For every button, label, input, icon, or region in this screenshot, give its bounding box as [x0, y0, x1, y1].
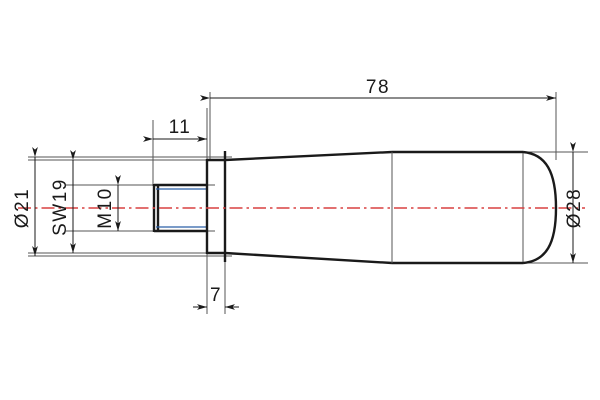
tapered-body [224, 150, 393, 265]
dim-label-overall-length: 78 [366, 77, 390, 98]
part-outline [152, 150, 558, 265]
thread-root-lines [156, 188, 207, 228]
cylindrical-body [392, 150, 558, 265]
dim-label-body-diameter: Ø28 [564, 188, 585, 228]
dim-label-collar-width: 7 [210, 285, 222, 306]
dim-label-thread-spec: M10 [95, 187, 116, 228]
dimension-labels: 78 11 7 Ø21 SW19 M10 Ø28 [12, 77, 585, 306]
collar-shoulder [205, 151, 227, 262]
dim-label-wrench-flats: SW19 [50, 178, 71, 236]
extension-lines [28, 92, 588, 314]
dim-label-thread-length: 11 [169, 117, 192, 138]
dim-label-flange-diameter: Ø21 [12, 188, 33, 228]
domed-end-cap [522, 150, 558, 265]
taper-top-edge [224, 150, 393, 162]
taper-bottom-edge [224, 251, 393, 265]
dimension-lines [32, 95, 576, 310]
